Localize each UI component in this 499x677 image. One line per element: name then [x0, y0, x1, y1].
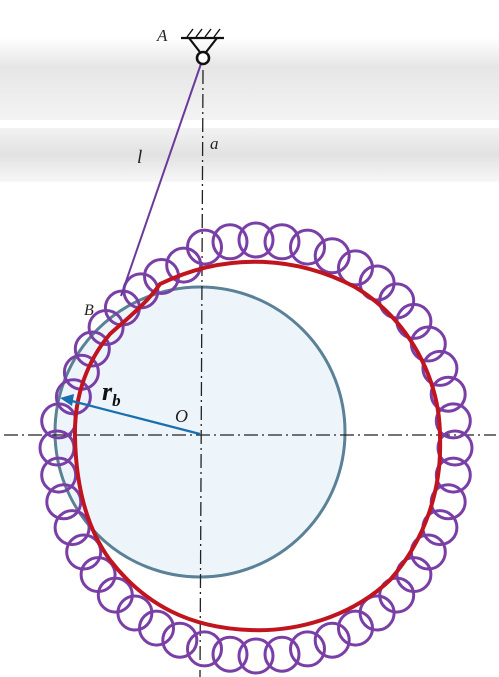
roller-circle [96, 576, 134, 614]
roller-circle [45, 483, 83, 521]
roller-circle [313, 237, 351, 275]
cam-profile-curve [72, 259, 443, 633]
roller-circle [289, 630, 326, 668]
roller-circle [237, 221, 275, 259]
roller-circle [237, 637, 275, 675]
roller-circle [263, 635, 301, 673]
base-radius-arrowhead [60, 394, 74, 406]
label-point-a: A [156, 26, 168, 45]
base-radius-line [67, 398, 201, 436]
roller-circle [263, 223, 301, 261]
label-center-o: O [175, 406, 188, 426]
roller-circle [313, 621, 351, 659]
background-band-top [0, 38, 499, 120]
roller-circle [161, 621, 199, 659]
label-offset-a: a [210, 134, 219, 153]
follower-link-line [120, 57, 204, 297]
roller-circle [337, 609, 374, 647]
roller-circle [289, 228, 326, 266]
roller-circle [53, 509, 91, 547]
label-link-length: l [137, 147, 142, 168]
roller-circle [40, 456, 78, 494]
background-band-bottom [0, 128, 499, 182]
hinged-pivot-support-icon [181, 28, 224, 66]
roller-circle [79, 556, 117, 594]
roller-circle [186, 630, 223, 668]
roller-circle [378, 282, 416, 320]
roller-circle [211, 635, 249, 673]
roller-circle [54, 378, 92, 416]
roller-circle [211, 223, 249, 261]
roller-circle [429, 375, 467, 413]
label-base-radius-main: r [102, 377, 113, 406]
base-circle [53, 285, 347, 579]
roller-circle [73, 330, 111, 368]
vertical-center-line [199, 69, 204, 677]
roller-circle [436, 429, 474, 467]
roller-circle [434, 402, 472, 440]
roller-circle [65, 533, 103, 571]
roller-circle [421, 349, 459, 387]
label-base-radius: rb [102, 377, 121, 410]
label-point-b: B [84, 302, 94, 319]
roller-circle [186, 228, 223, 266]
label-base-radius-sub: b [112, 391, 121, 410]
